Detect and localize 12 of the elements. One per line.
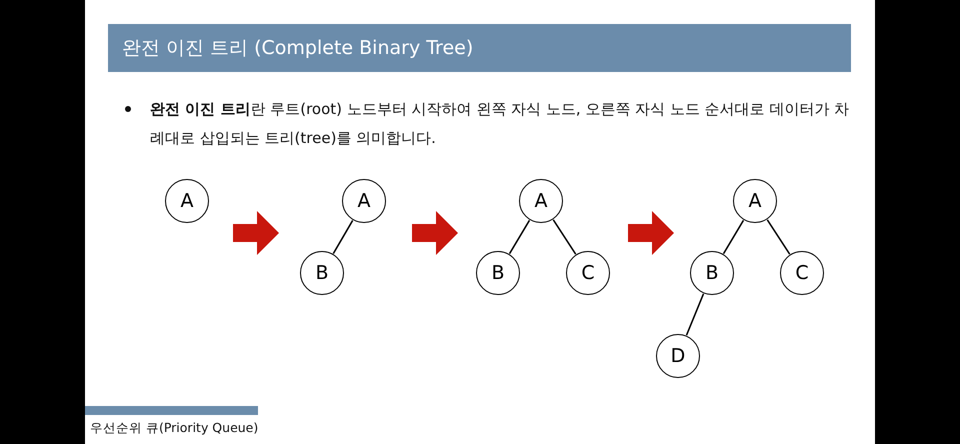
tree-edge	[332, 220, 354, 254]
tree-edge	[508, 220, 530, 254]
tree-edge	[686, 294, 704, 336]
step-arrow	[412, 211, 458, 255]
tree-edge	[552, 219, 576, 255]
tree-edge	[766, 219, 790, 255]
footer-text: 우선순위 큐(Priority Queue)	[90, 420, 258, 437]
step-arrow	[628, 211, 674, 255]
step-arrow	[233, 211, 279, 255]
title-bar: 완전 이진 트리 (Complete Binary Tree)	[108, 24, 851, 72]
tree-edge	[722, 220, 744, 254]
bullet-text: 완전 이진 트리란 루트(root) 노드부터 시작하여 왼쪽 자식 노드, 오른쪽 자식 노드 순서대로 데이터가 차례대로 삽입되는 트리(tree)를 의미합니다.	[150, 99, 850, 149]
